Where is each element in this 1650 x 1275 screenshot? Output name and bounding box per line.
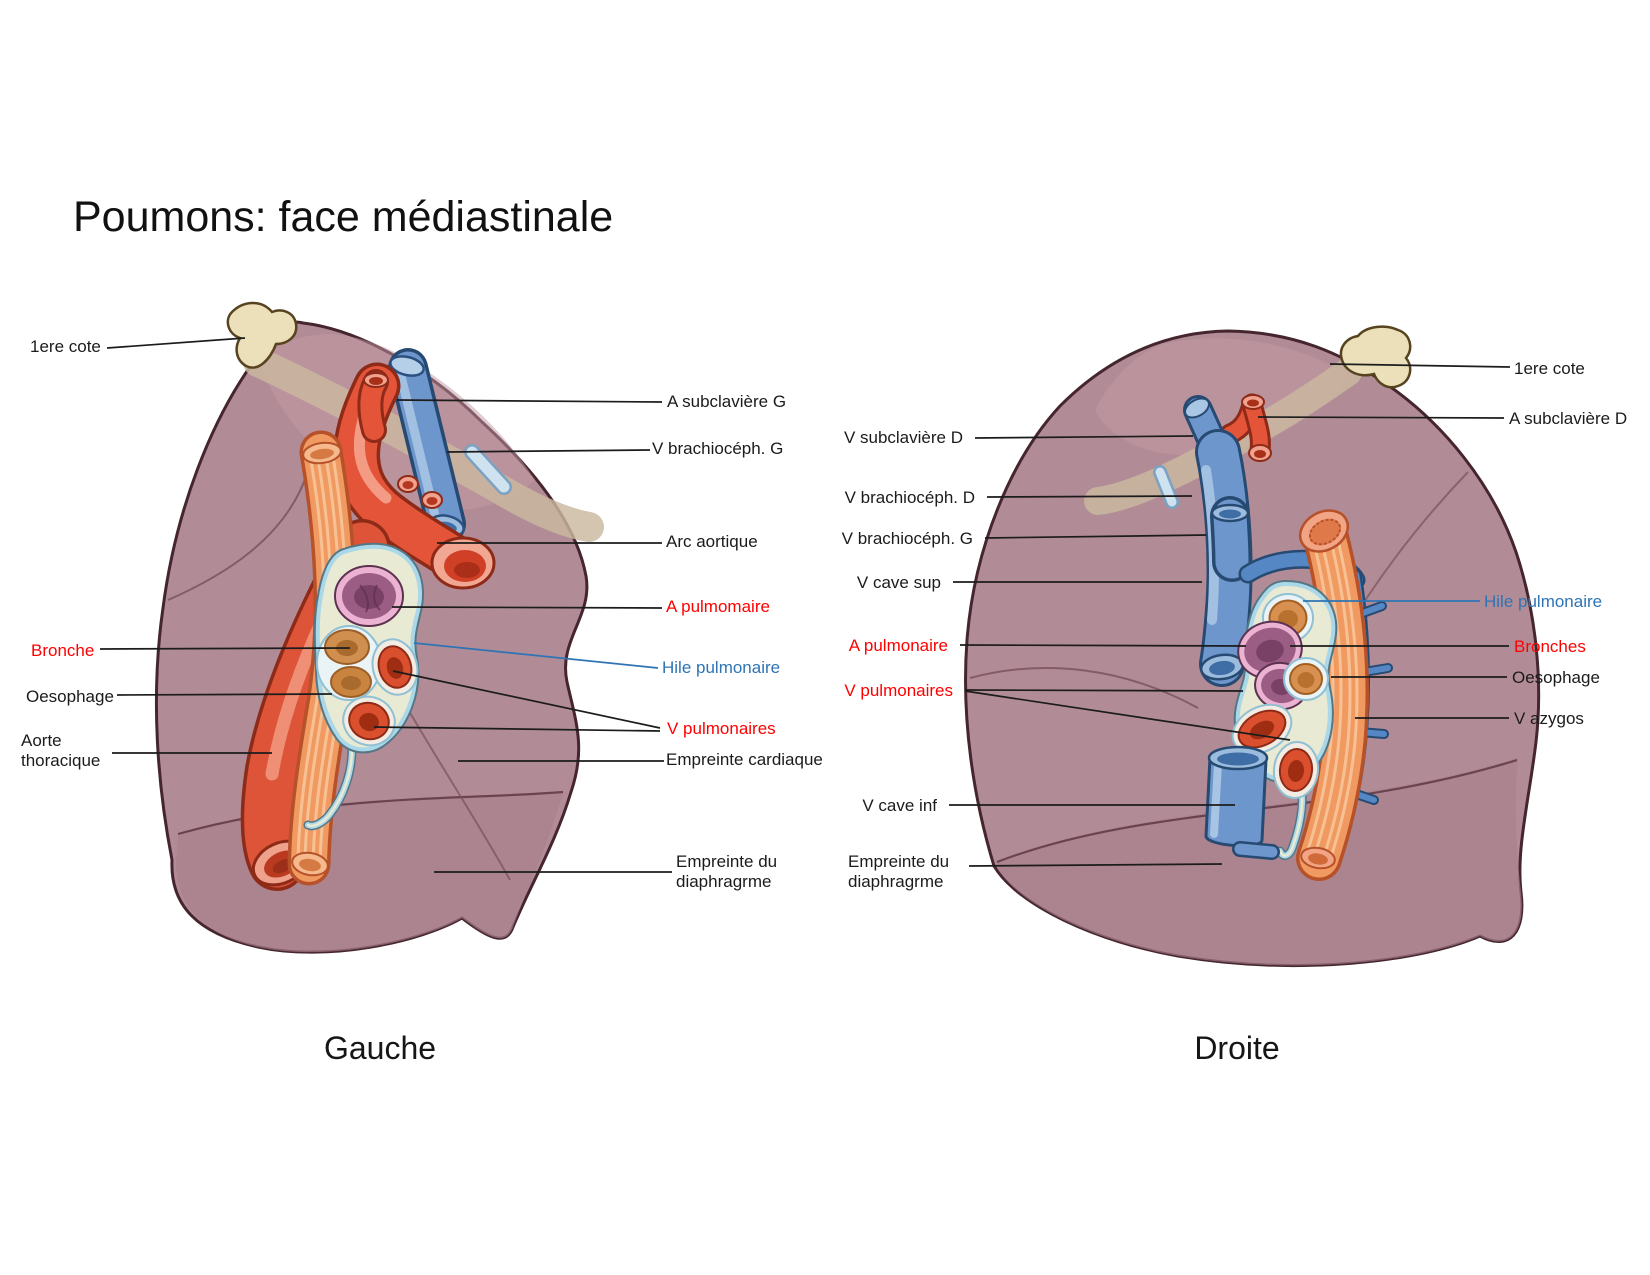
pulmonary-artery-left-cut [334, 565, 404, 627]
pulmonary-veins-right-cut [1231, 703, 1320, 799]
caption-left-lung: Gauche [323, 1030, 437, 1066]
label-left-cardiac-impression: Empreinte cardiaque [666, 750, 823, 769]
label-right-superior-vena-cava: V cave sup [856, 573, 941, 592]
leader-lines [99, 337, 1511, 873]
label-right-diaphragm-impression: Empreinte du diaphragrme [848, 852, 950, 891]
bronchus-left-cut [316, 625, 382, 701]
right-lung-horizontal-fissure [969, 667, 1199, 709]
label-left-hilum: Hile pulmonaire [662, 658, 781, 677]
label-right-hilum: Hile pulmonaire [1484, 592, 1603, 611]
left-lung-diaphragm-line [177, 790, 564, 836]
label-right-bronchi: Bronches [1514, 637, 1586, 656]
label-right-brachiocephalic-vein-right: V brachiocéph. D [844, 488, 975, 507]
label-left-aortic-arch: Arc aortique [666, 532, 758, 551]
left-lung-fissure-lower [397, 691, 511, 881]
left-lung-fissure [167, 473, 308, 601]
label-left-brachiocephalic-vein: V brachiocéph. G [652, 439, 784, 458]
hilum-left [303, 542, 425, 831]
label-left-esophagus: Oesophage [26, 687, 114, 706]
bronchus-right-second-cut [1283, 657, 1329, 701]
label-left-pulmonary-artery: A pulmomaire [666, 597, 770, 616]
label-right-first-rib: 1ere cote [1514, 359, 1585, 378]
label-left-bronchus: Bronche [31, 641, 95, 660]
label-left-diaphragm-impression: Empreinte du diaphragrme [676, 852, 778, 891]
left-lung-illustration [154, 301, 604, 954]
small-vein-stub-right [1232, 841, 1280, 860]
label-left-thoracic-aorta: Aorte thoracique [21, 731, 101, 770]
aortic-arch-vessel [333, 362, 496, 590]
subclavian-artery-right-vessel [1219, 393, 1272, 462]
hilum-right [1231, 579, 1338, 861]
label-left-subclavian-artery: A subclavière G [667, 392, 787, 411]
right-lung-illustration [964, 325, 1541, 967]
pulmonary-veins-left-cut [342, 638, 419, 747]
label-right-azygos-vein: V azygos [1514, 709, 1584, 728]
label-right-brachiocephalic-vein-left: V brachiocéph. G [841, 529, 973, 548]
label-left-first-rib: 1ere cote [30, 337, 101, 356]
pale-vein-right [1153, 465, 1179, 509]
inferior-vena-cava-vessel [1204, 745, 1269, 848]
label-right-inferior-vena-cava: V cave inf [862, 796, 937, 815]
first-rib-band-left [243, 347, 604, 542]
pale-vein-left [464, 444, 512, 495]
label-right-esophagus: Oesophage [1512, 668, 1600, 687]
label-right-pulmonary-veins: V pulmonaires [844, 681, 953, 700]
right-lung-diaphragm-shade [996, 758, 1522, 966]
label-right-pulmonary-artery: A pulmonaire [848, 636, 948, 655]
label-left-pulmonary-veins: V pulmonaires [667, 719, 776, 738]
label-right-subclavian-artery: A subclavière D [1509, 409, 1628, 428]
page-title: Poumons: face médiastinale [73, 193, 614, 241]
label-right-subclavian-vein: V subclavière D [843, 428, 963, 447]
caption-right-lung: Droite [1194, 1030, 1280, 1066]
first-rib-bone-right [1339, 325, 1412, 389]
